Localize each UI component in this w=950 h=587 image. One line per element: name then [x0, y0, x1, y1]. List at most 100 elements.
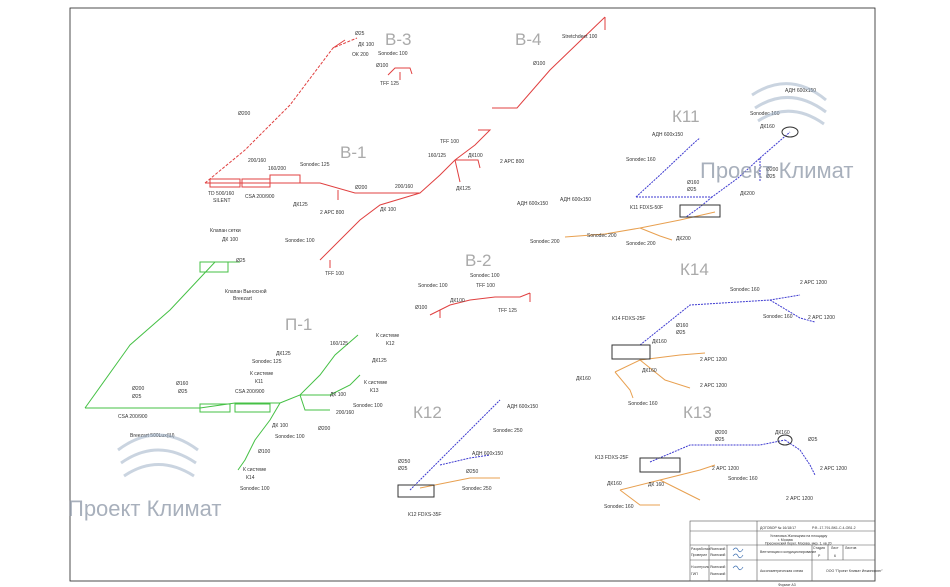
- label-k14-2: Sonodec 160: [763, 314, 793, 320]
- label-k11-8: Ø25: [766, 174, 776, 180]
- label-p1-12: К11: [255, 379, 263, 385]
- tb-doc-code: ДОГОВОР № 16/18/17: [760, 526, 796, 530]
- label-p1-13: К системе: [364, 380, 388, 386]
- label-p1-7: К12: [386, 341, 395, 347]
- label-p1-31: Sonodec 100: [240, 486, 270, 492]
- system-label-k14: К14: [680, 260, 709, 279]
- label-p1-1: ДК 100: [222, 237, 238, 243]
- label-k14-12: Sonodec 160: [628, 401, 658, 407]
- label-p1-11: К системе: [250, 371, 274, 377]
- label-v3-1: ДК 100: [358, 42, 374, 48]
- sheet-frame: [69, 7, 876, 582]
- label-p1-22: Sonodec 100: [353, 403, 383, 409]
- label-k13-11: Sonodec 160: [604, 504, 634, 510]
- label-v3-3: Sonodec 100: [378, 51, 408, 57]
- label-p1-5: 160/125: [330, 341, 348, 347]
- label-p1-8: ДК125: [276, 351, 291, 357]
- system-label-v2: В-2: [465, 251, 491, 270]
- label-p1-10: ДК125: [372, 358, 387, 364]
- label-v4-0: Stretchdeet 100: [562, 34, 598, 40]
- label-p1-3: Клапан Выносной: [225, 288, 267, 295]
- label-p1-24: ДК 100: [272, 423, 288, 429]
- label-p1-15: ДК 100: [330, 392, 346, 398]
- label-v3-5: TFF 125: [380, 81, 399, 87]
- label-k11-3: АДН 600х150: [652, 132, 683, 138]
- label-k11-1: Sonodec 160: [750, 111, 780, 117]
- label-v2-4: Ø100: [415, 305, 427, 311]
- label-p1-17: Ø25: [132, 394, 142, 400]
- tb-company: ООО "Проект Климат Инжиниринг": [826, 569, 884, 573]
- label-k11-7: Ø200: [766, 167, 778, 173]
- label-k14-6: Ø25: [676, 330, 686, 336]
- label-k11-13: Sonodec 200: [587, 233, 617, 239]
- tb-name-0: Ясинский: [710, 547, 725, 551]
- tb-name-1: Ясинский: [710, 553, 725, 557]
- label-k13-2: ДК160: [775, 430, 790, 436]
- system-v3: [204, 37, 413, 184]
- label-k13-8: Sonodec 160: [728, 476, 758, 482]
- label-p1-30: К14: [246, 475, 255, 481]
- label-p1-9: Sonodec 125: [252, 359, 282, 365]
- label-v1-2: Sonodec 125: [300, 162, 330, 168]
- label-k11-12: К11 FDXS-50F: [630, 205, 663, 211]
- label-v1-5: CSA 200/900: [245, 194, 275, 200]
- tb-name-3: Ясинский: [710, 572, 725, 576]
- label-k11-2: ДК160: [760, 124, 775, 130]
- label-v3-4: Ø100: [376, 63, 388, 69]
- label-v2-5: TFF 125: [498, 308, 517, 314]
- system-label-k13: К13: [683, 403, 712, 422]
- label-k12-1: Sonodec 250: [493, 428, 523, 434]
- label-v1-7: 200/160: [395, 184, 413, 190]
- label-p1-26: Ø200: [318, 426, 330, 432]
- label-k11-16: ДК200: [676, 236, 691, 242]
- system-k14: [611, 294, 816, 399]
- label-p1-29: К системе: [243, 467, 267, 473]
- label-k14-1: 2 АРС 1200: [800, 280, 827, 286]
- tb-role-3: ГИП: [691, 572, 698, 576]
- label-k13-9: 2 АРС 1200: [820, 466, 847, 472]
- label-p1-19: Ø25: [178, 389, 188, 395]
- label-k13-0: Ø200: [715, 430, 727, 436]
- tb-sheets-header: Листов: [845, 546, 857, 550]
- label-v1-3: TD 500/160: [208, 191, 234, 197]
- label-v1-14: 2 АРС 800: [500, 159, 524, 165]
- tb-project: Р.Ф.-17-791-ВК1-С.4-ОВ1.2: [812, 526, 856, 530]
- label-v1-13: ДК100: [468, 153, 483, 159]
- tb-sheet-name: Вентиляция и кондиционирование: [760, 550, 816, 554]
- label-p1-0: Клапан сетки: [210, 228, 241, 234]
- label-k11-6: Ø25: [687, 187, 697, 193]
- label-k11-5: Ø160: [687, 180, 699, 186]
- label-v4-1: Ø100: [533, 61, 545, 67]
- label-p1-14: К13: [370, 388, 379, 394]
- label-k11-10: АДН 600х150: [517, 201, 548, 207]
- label-v1-16: Sonodec 100: [285, 238, 315, 244]
- label-v1-0: 200/160: [248, 158, 266, 164]
- tb-object-2: г. Москва: [778, 538, 793, 542]
- label-k13-10: 2 АРС 1200: [786, 496, 813, 502]
- label-v3-0: Ø25: [355, 31, 365, 37]
- label-v1-9: 2 АРС 800: [320, 210, 344, 216]
- label-v2-0: Sonodec 100: [470, 273, 500, 279]
- system-v1: [205, 129, 492, 268]
- label-k14-9: ДК160: [642, 368, 657, 374]
- system-label-v4: В-4: [515, 30, 541, 49]
- tb-role-2: Н.контроль: [691, 565, 709, 569]
- title-block: [689, 520, 876, 582]
- label-k14-7: ДК160: [652, 339, 667, 345]
- label-k12-0: АДН 600х150: [507, 404, 538, 410]
- label-v1-17: TFF 100: [325, 271, 344, 277]
- label-p1-4: Breezart: [233, 296, 253, 302]
- system-v4: [492, 16, 606, 109]
- tb-object-1: Установка Жилищная на площадку: [770, 534, 828, 538]
- watermark-text-lower: Проект Климат: [68, 496, 222, 521]
- label-k14-10: ДК160: [576, 376, 591, 382]
- tb-drawing-name: Аксонометрическая схема: [760, 569, 803, 573]
- label-v1-11: TFF 100: [440, 139, 459, 145]
- label-p1-6: К системе: [376, 333, 400, 339]
- system-label-k12: К12: [413, 403, 442, 422]
- label-k14-0: Sonodec 160: [730, 287, 760, 293]
- tb-role-0: Разработал: [691, 547, 710, 551]
- label-k11-15: Sonodec 200: [626, 241, 656, 247]
- tb-stage: Р: [818, 554, 821, 558]
